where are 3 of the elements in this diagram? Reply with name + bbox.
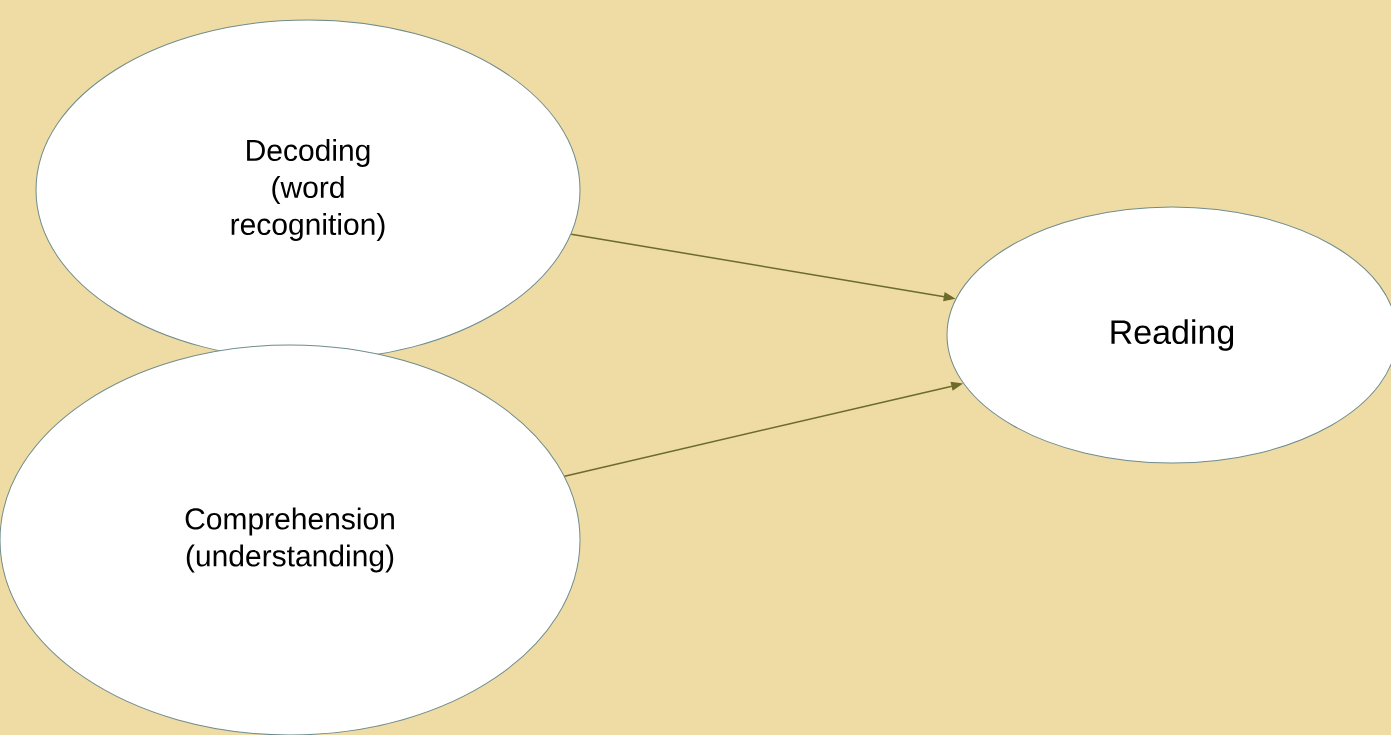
ellipse-node: Reading — [946, 206, 1391, 464]
ellipse-node: Comprehension (understanding) — [0, 344, 581, 735]
ellipse-node: Decoding (word recognition) — [35, 19, 581, 361]
